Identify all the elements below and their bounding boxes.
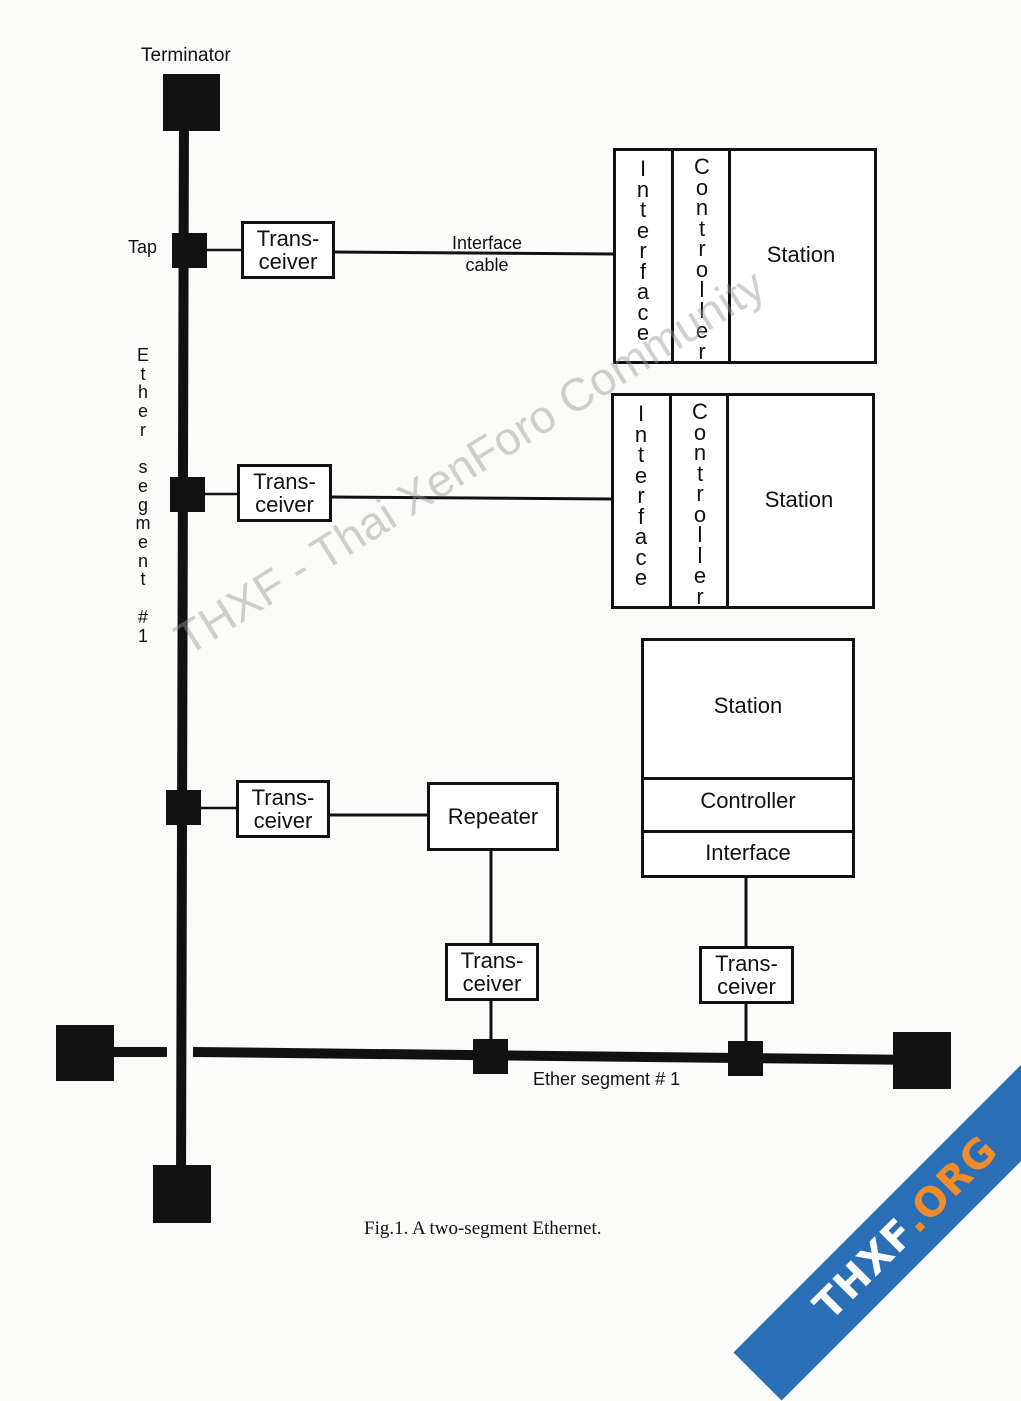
vertical-letter: r [639,238,647,263]
tap-2 [170,477,205,512]
vertical-letter: n [695,195,709,220]
vertical-letter: e [636,217,650,243]
interface-cable-2 [330,495,613,501]
vertical-letter: t [698,215,706,241]
vertical-letter: n [693,440,707,465]
vertical-letter: o [693,501,707,527]
vertical-letter: 1 [137,625,148,646]
terminator-top [163,74,220,131]
interface-cable-label: Interface cable [452,233,523,275]
ethernet-diagram [56,74,951,1223]
vertical-letter: o [693,419,707,445]
terminator-right [893,1032,951,1089]
vertical-letter: h [137,382,148,403]
vertical-letter: r [696,583,704,609]
vertical-letter: n [636,176,650,202]
transceiver-label: Trans- ceiver [715,951,778,999]
vertical-letter: l [697,542,703,568]
vertical-letter: I [637,401,645,426]
station-label: Station [713,693,783,718]
station-label: Station [764,487,834,512]
vertical-letter: r [140,419,146,440]
vertical-letter: n [137,550,148,571]
tap-3 [166,790,201,825]
vertical-letter: l [699,277,705,302]
transceiver-label: Trans- ceiver [251,785,315,833]
vertical-letter: t [696,460,704,486]
vertical-letter: s [138,457,148,478]
tap-5 [728,1041,763,1076]
vertical-letter: f [639,258,647,284]
vertical-ether-cable [176,109,189,1186]
vertical-letter: l [697,522,703,547]
controller-label: Controller [700,788,796,813]
interface-cable-1 [333,250,615,256]
vertical-letter: e [634,565,648,590]
transceiver-1: Trans- ceiver [241,221,335,279]
transceiver-label: Trans- ceiver [253,469,316,517]
vertical-letter: r [637,483,645,508]
vertical-letter: l [699,297,705,323]
vertical-letter: f [637,503,645,529]
vertical-letter: r [698,338,706,364]
vertical-letter: a [636,279,650,304]
vertical-letter: t [140,363,146,384]
transceiver-4: Trans- ceiver [445,943,539,1001]
repeater-box: Repeater [427,782,559,851]
transceiver-label: Trans- ceiver [460,948,524,996]
vertical-letter [140,440,145,459]
terminator-bottom [153,1165,211,1223]
horizontal-ether-cable-right [192,1047,926,1065]
station-label: Station [766,242,836,267]
tap-4 [473,1039,508,1074]
vertical-letter: o [695,174,709,200]
vertical-letter: e [693,563,707,588]
vertical-letter: e [137,401,148,422]
vertical-letter: e [695,318,709,343]
ether-segment-horizontal-label: Ether segment # 1 [533,1069,681,1089]
terminator-left [56,1025,114,1081]
vertical-letter: t [140,569,146,590]
vertical-letter: o [695,256,709,282]
vertical-letter [140,589,145,608]
vertical-letter: C [692,399,708,424]
figure-caption: Fig.1. A two-segment Ethernet. [364,1218,602,1239]
vertical-letter: r [696,481,704,506]
vertical-letter: e [636,320,650,345]
interface-label: Interface [705,840,791,865]
vertical-letter: m [135,513,151,534]
transceiver-5: Trans- ceiver [699,946,794,1004]
tap-1 [172,233,207,268]
vertical-letter: t [637,442,645,467]
vertical-letter: t [639,197,647,222]
vertical-letter: C [694,154,710,179]
vertical-letter: e [137,532,148,553]
vertical-letter: e [137,475,148,496]
vertical-letter: I [639,156,647,181]
vertical-letter: n [634,421,648,447]
tap-label: Tap [128,237,158,257]
vertical-letter: e [634,462,648,488]
station-unit-3: Station Controller Interface [641,638,855,878]
transceiver-2: Trans- ceiver [237,464,332,522]
terminator-label: Terminator [141,45,231,66]
transceiver-3: Trans- ceiver [236,780,330,838]
vertical-letter: c [637,299,649,325]
vertical-letter: E [136,345,149,365]
vertical-letter: r [698,236,706,261]
vertical-letter: c [635,544,647,570]
transceiver-label: Trans- ceiver [256,226,320,274]
vertical-letter: g [137,494,148,515]
vertical-letter: a [634,524,648,549]
vertical-letter: # [137,606,148,627]
